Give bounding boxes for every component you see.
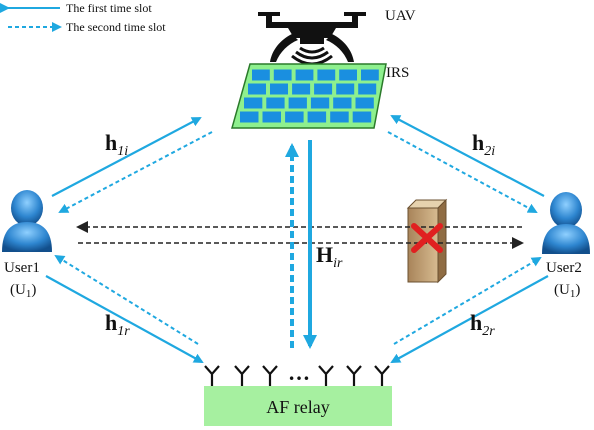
af-relay-box xyxy=(204,386,392,426)
link-relay-to-u2 xyxy=(393,256,542,345)
blocked-x-icon xyxy=(411,223,443,253)
irs-element xyxy=(310,97,330,109)
link-u2-to-relay xyxy=(390,275,549,363)
irs-element xyxy=(244,97,263,109)
antenna-ellipsis: … xyxy=(288,360,310,385)
user1-person-icon xyxy=(2,190,52,252)
user1-name: User1 xyxy=(4,260,40,276)
legend-dashed-label: The second time slot xyxy=(66,20,166,34)
irs-panel xyxy=(231,63,387,129)
irs-element xyxy=(339,69,357,81)
irs-elements xyxy=(240,69,379,123)
irs-element xyxy=(288,97,307,109)
user2-tag: (U1) xyxy=(554,282,580,300)
antenna-icon xyxy=(262,365,278,386)
antenna-icon xyxy=(346,365,362,386)
irs-element xyxy=(270,83,288,95)
uav-label: UAV xyxy=(385,8,416,24)
irs-label: IRS xyxy=(386,65,409,81)
irs-element xyxy=(266,97,285,109)
irs-element xyxy=(352,111,372,123)
antenna-icon xyxy=(318,365,334,386)
irs-element xyxy=(355,97,374,109)
irs-element xyxy=(336,83,355,95)
irs-element xyxy=(273,69,292,81)
user2-name: User2 xyxy=(546,260,582,276)
irs-element xyxy=(314,83,333,95)
link-u1-to-irs xyxy=(51,117,202,197)
channel-label-h1i: h1i xyxy=(105,130,128,159)
link-u1-to-relay xyxy=(45,275,204,363)
irs-element xyxy=(330,111,349,123)
drone-icon xyxy=(258,12,366,66)
af-relay-label: AF relay xyxy=(266,397,329,417)
irs-element xyxy=(240,111,259,123)
irs-element xyxy=(252,69,270,81)
irs-element xyxy=(295,69,314,81)
irs-element xyxy=(358,83,377,95)
antenna-icon xyxy=(234,365,250,386)
legend-solid-label: The first time slot xyxy=(66,1,152,15)
channel-label-h2r: h2r xyxy=(470,310,495,339)
antenna-icon xyxy=(204,365,220,386)
user1-tag: (U1) xyxy=(10,282,36,300)
user2-person-icon xyxy=(542,192,590,254)
legend: The first time slot The second time slot xyxy=(0,1,166,34)
relay-antenna-array xyxy=(204,365,390,386)
irs-element xyxy=(285,111,304,123)
channel-label-Hir: Hir xyxy=(316,242,343,271)
irs-element xyxy=(361,69,379,81)
link-u2-to-irs xyxy=(390,115,545,197)
irs-element xyxy=(248,83,266,95)
irs-element xyxy=(333,97,352,109)
channel-label-h2i: h2i xyxy=(472,130,495,159)
irs-element xyxy=(317,69,336,81)
irs-element xyxy=(262,111,281,123)
antenna-icon xyxy=(374,365,390,386)
link-irs-to-u2 xyxy=(387,131,538,213)
irs-element xyxy=(292,83,311,95)
channel-label-h1r: h1r xyxy=(105,310,130,339)
link-irs-to-u1 xyxy=(58,131,213,213)
irs-element xyxy=(307,111,327,123)
